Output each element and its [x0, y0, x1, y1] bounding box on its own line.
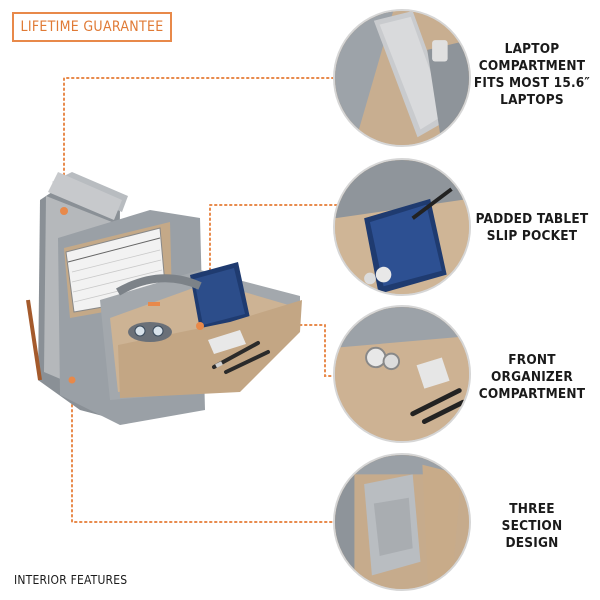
feature-label-line: SECTION — [501, 518, 563, 534]
feature-label-line: PADDED TABLET — [475, 211, 589, 227]
lifetime-guarantee-badge: LIFETIME GUARANTEE — [12, 12, 172, 42]
leader-line-sections — [71, 379, 341, 523]
feature-circle-organizer — [333, 305, 471, 443]
feature-label-line: COMPARTMENT — [478, 58, 586, 74]
feature-circle-tablet — [333, 158, 471, 296]
feature-label-line: SLIP POCKET — [486, 228, 578, 244]
feature-label-line: COMPARTMENT — [478, 386, 586, 402]
interior-features-caption: INTERIOR FEATURES — [14, 573, 128, 587]
feature-label-line: ORGANIZER — [491, 369, 573, 385]
feature-label-line: LAPTOP — [504, 41, 560, 57]
feature-circle-sections — [333, 453, 471, 591]
feature-label-line: THREE — [509, 501, 555, 517]
leader-line-tablet — [209, 204, 346, 271]
feature-label-line: FRONT — [508, 352, 556, 368]
feature-label-sections: THREE SECTION DESIGN — [468, 501, 596, 552]
bag-body — [26, 172, 302, 425]
feature-label-laptop: LAPTOP COMPARTMENT FITS MOST 15.6″ LAPTO… — [468, 41, 596, 109]
leader-line-laptop — [63, 77, 341, 211]
feature-label-tablet: PADDED TABLET SLIP POCKET — [468, 211, 596, 245]
feature-circle-laptop — [333, 9, 471, 147]
feature-label-line: DESIGN — [505, 535, 559, 551]
feature-label-line: FITS MOST 15.6″ — [473, 75, 591, 91]
feature-label-organizer: FRONT ORGANIZER COMPARTMENT — [468, 352, 596, 403]
feature-label-line: LAPTOPS — [500, 92, 564, 108]
